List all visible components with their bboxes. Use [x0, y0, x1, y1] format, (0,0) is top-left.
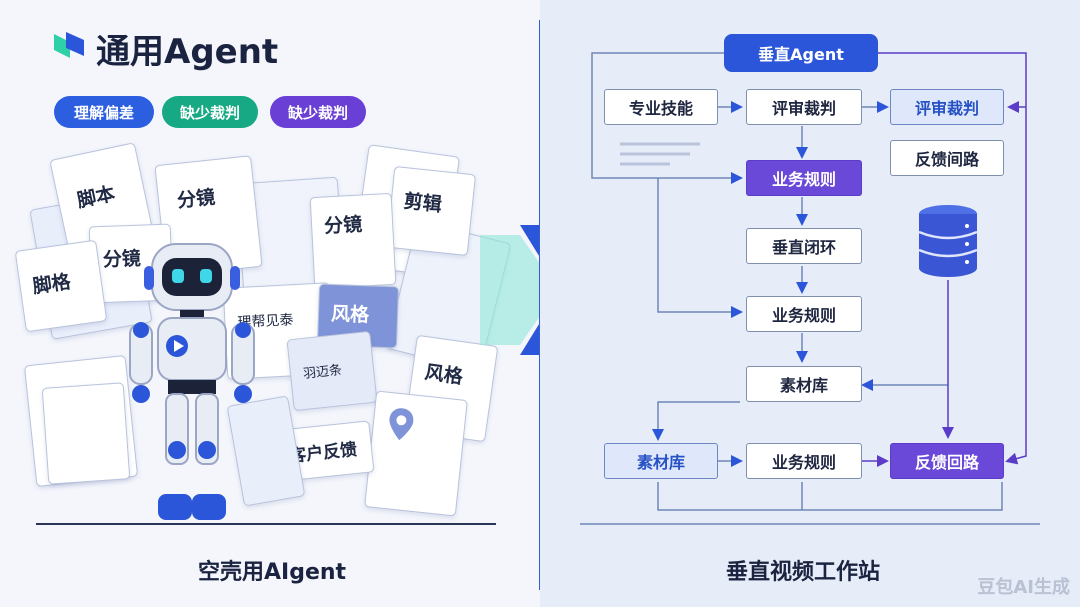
doc-card: 剪辑 [385, 165, 477, 257]
business-rule-node-2: 业务规则 [746, 296, 862, 332]
left-bottom-label: 空壳用AIgent [198, 560, 347, 585]
tag-missing-judge-1: 缺少裁判 [162, 96, 258, 128]
brand-logo-icon [54, 32, 84, 58]
watermark: 豆包AI生成 [977, 577, 1070, 598]
database-icon [918, 205, 978, 277]
skill-node: 专业技能 [604, 89, 718, 125]
review-judge-node: 评审裁判 [746, 89, 862, 125]
doc-label: 分镜 [323, 213, 363, 238]
tag-understanding-bias: 理解偏差 [54, 96, 154, 128]
vertical-loop-node: 垂直闭环 [746, 228, 862, 264]
ground-line [36, 523, 496, 525]
feedback-loop-node: 反馈间路 [890, 140, 1004, 176]
doc-label: 脚本 [75, 182, 117, 213]
doc-label: 风格 [423, 361, 465, 389]
doc-card [364, 390, 468, 517]
flow-connectors [580, 52, 1040, 525]
page-title: 通用Agent [96, 32, 279, 72]
doc-label: 风格 [330, 303, 370, 327]
doc-card: 分镜 [309, 192, 397, 290]
review-judge-node-2: 评审裁判 [890, 89, 1004, 125]
vertical-agent-node: 垂直Agent [724, 34, 878, 72]
doc-label: 剪辑 [402, 190, 443, 217]
doc-label: 脚格 [31, 270, 73, 298]
tag-missing-judge-2: 缺少裁判 [270, 96, 366, 128]
doc-card: 脚格 [14, 239, 108, 333]
material-library-node: 素材库 [746, 366, 862, 402]
doc-label: 羽迈条 [302, 362, 343, 382]
doc-label: 分镜 [176, 186, 217, 213]
left-panel: 通用Agent 理解偏差 缺少裁判 缺少裁判 脚本 分镜 分镜 剪辑 脚格 分镜… [14, 32, 512, 585]
right-bottom-label: 垂直视频工作站 [726, 560, 881, 585]
feedback-loop-node-2: 反馈回路 [890, 443, 1004, 479]
material-library-node-2: 素材库 [604, 443, 718, 479]
business-rule-node-3: 业务规则 [746, 443, 862, 479]
business-rule-node: 业务规则 [746, 160, 862, 196]
robot-icon [129, 243, 255, 520]
location-pin-icon [389, 408, 414, 441]
doc-card [41, 382, 131, 485]
doc-card: 羽迈条 [286, 330, 378, 412]
right-panel: 垂直Agent 专业技能 评审裁判 评审裁判 反馈间路 业务规则 垂直闭环 业务… [540, 0, 1080, 607]
